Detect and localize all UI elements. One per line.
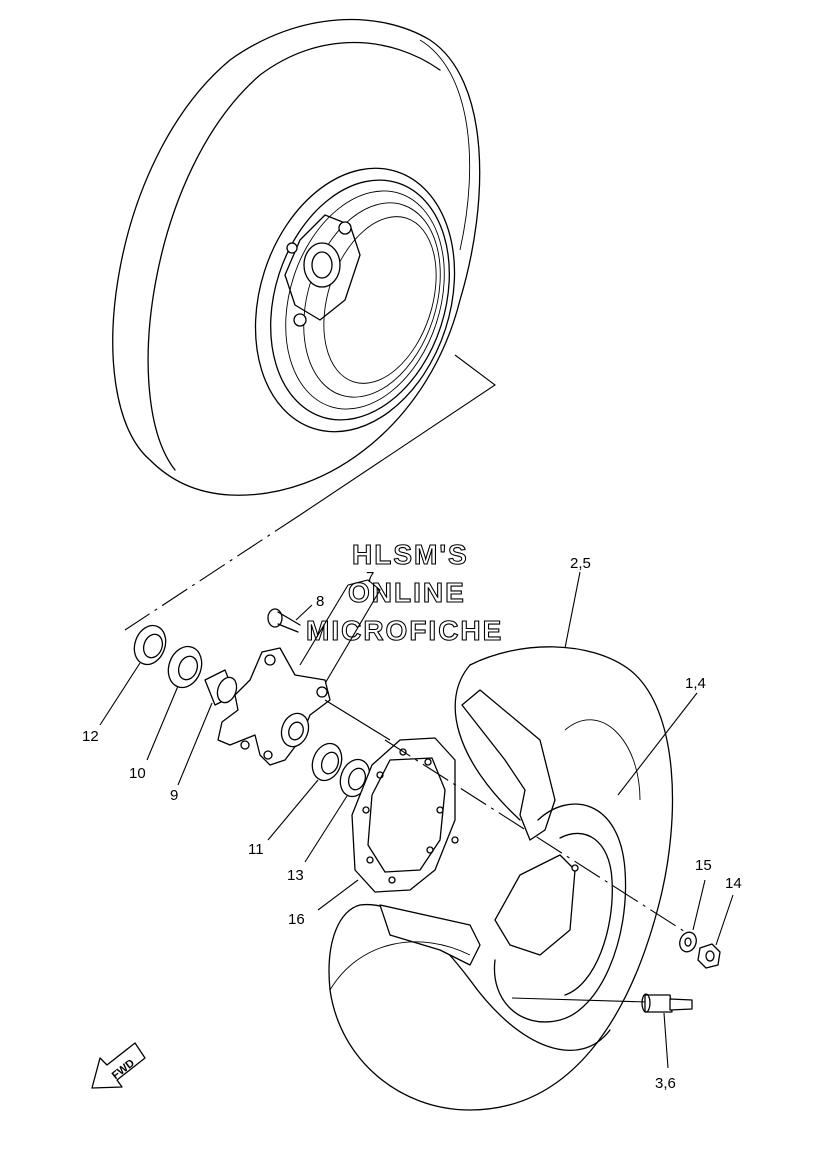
part-13-oil-seal	[304, 758, 371, 863]
watermark: HLSM'S ONLINE MICROFICHE	[305, 538, 503, 646]
callout-8: 8	[316, 593, 324, 610]
watermark-line-2: ONLINE	[348, 577, 466, 608]
lead-2-5	[564, 571, 581, 649]
callout-9: 9	[170, 787, 178, 804]
part-14-nut	[697, 894, 734, 969]
part-11-bearing	[267, 742, 343, 841]
part-7-stud	[299, 579, 381, 693]
part-10-bearing	[146, 645, 203, 761]
callout-13: 13	[287, 867, 304, 884]
watermark-line-1: HLSM'S	[352, 539, 469, 570]
callout-10: 10	[129, 765, 146, 782]
part-15-washer	[679, 879, 706, 953]
lead-1-4	[617, 692, 698, 796]
part-8-bolt	[267, 604, 313, 633]
callout-14: 14	[725, 875, 742, 892]
part-12-oil-seal	[99, 624, 167, 726]
part-16-disc	[317, 737, 456, 911]
part-9-spacer	[177, 669, 238, 786]
part-3-6-valve	[511, 993, 693, 1069]
assembled-wheel-tire	[112, 18, 496, 631]
watermark-line-3: MICROFICHE	[306, 615, 503, 646]
callout-3-6: 3,6	[655, 1075, 676, 1092]
callout-11: 11	[248, 841, 264, 858]
callout-2-5: 2,5	[570, 555, 591, 572]
part-hub	[217, 647, 391, 766]
callout-12: 12	[82, 728, 99, 745]
lower-wheel-tire	[328, 646, 674, 1111]
callout-1-4: 1,4	[685, 675, 706, 692]
forward-arrow-icon: FWD	[91, 1042, 146, 1089]
callout-16: 16	[288, 911, 305, 928]
callout-15: 15	[695, 857, 712, 874]
callout-7: 7	[366, 569, 374, 586]
callout-labels: 1,4 2,5 3,6 7 8 9 10 11 12 13 14 15 16	[82, 555, 742, 1092]
